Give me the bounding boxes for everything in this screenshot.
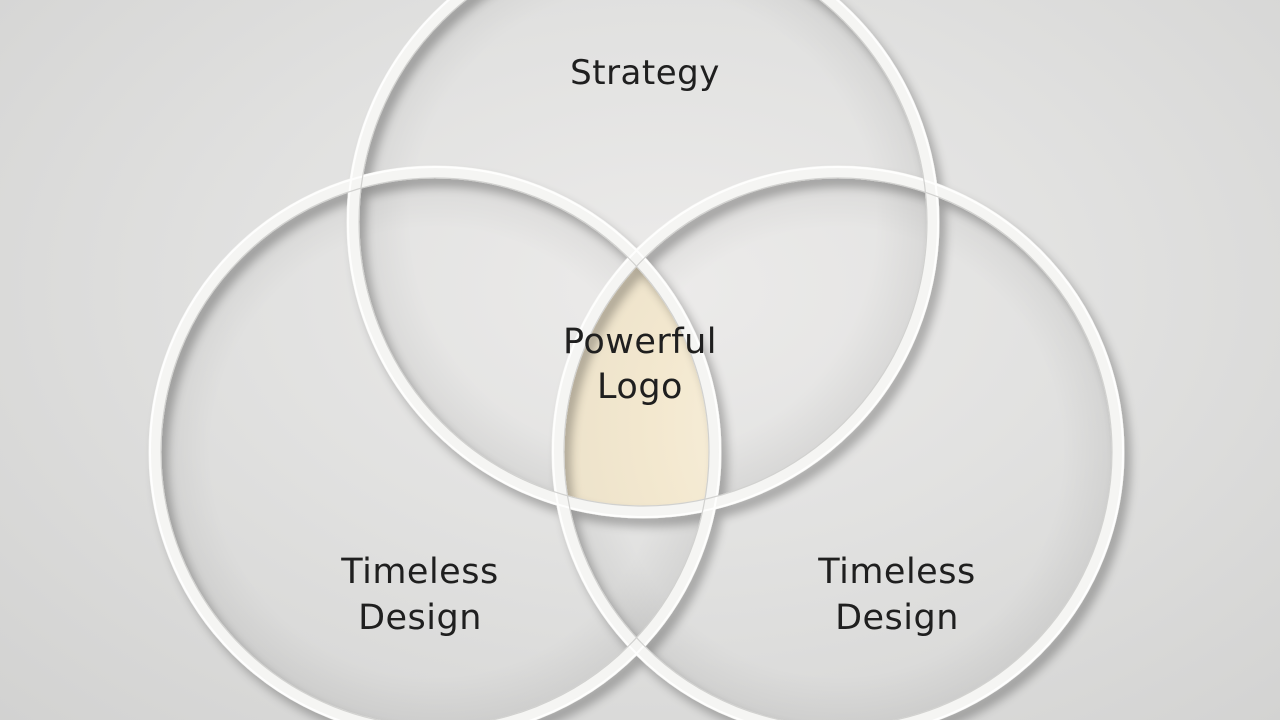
label-powerful-logo: Powerful Logo xyxy=(510,320,770,410)
label-timeless-design-right: Timeless Design xyxy=(762,550,1032,641)
label-center-line-1: Powerful xyxy=(562,322,718,362)
label-center-line-2: Logo xyxy=(597,366,683,407)
label-strategy: Strategy xyxy=(495,52,795,95)
label-left-line-2: Design xyxy=(358,597,482,638)
label-timeless-design-left: Timeless Design xyxy=(285,550,555,641)
label-strategy-text: Strategy xyxy=(570,53,720,93)
ring-right xyxy=(551,165,1125,720)
label-right-line-1: Timeless xyxy=(818,552,976,592)
ring-top xyxy=(346,0,940,519)
circle-area-left xyxy=(155,172,715,720)
label-left-line-1: Timeless xyxy=(341,552,499,592)
label-right-line-2: Design xyxy=(835,597,959,638)
ring-left xyxy=(148,165,722,720)
circle-area-right xyxy=(558,172,1118,720)
